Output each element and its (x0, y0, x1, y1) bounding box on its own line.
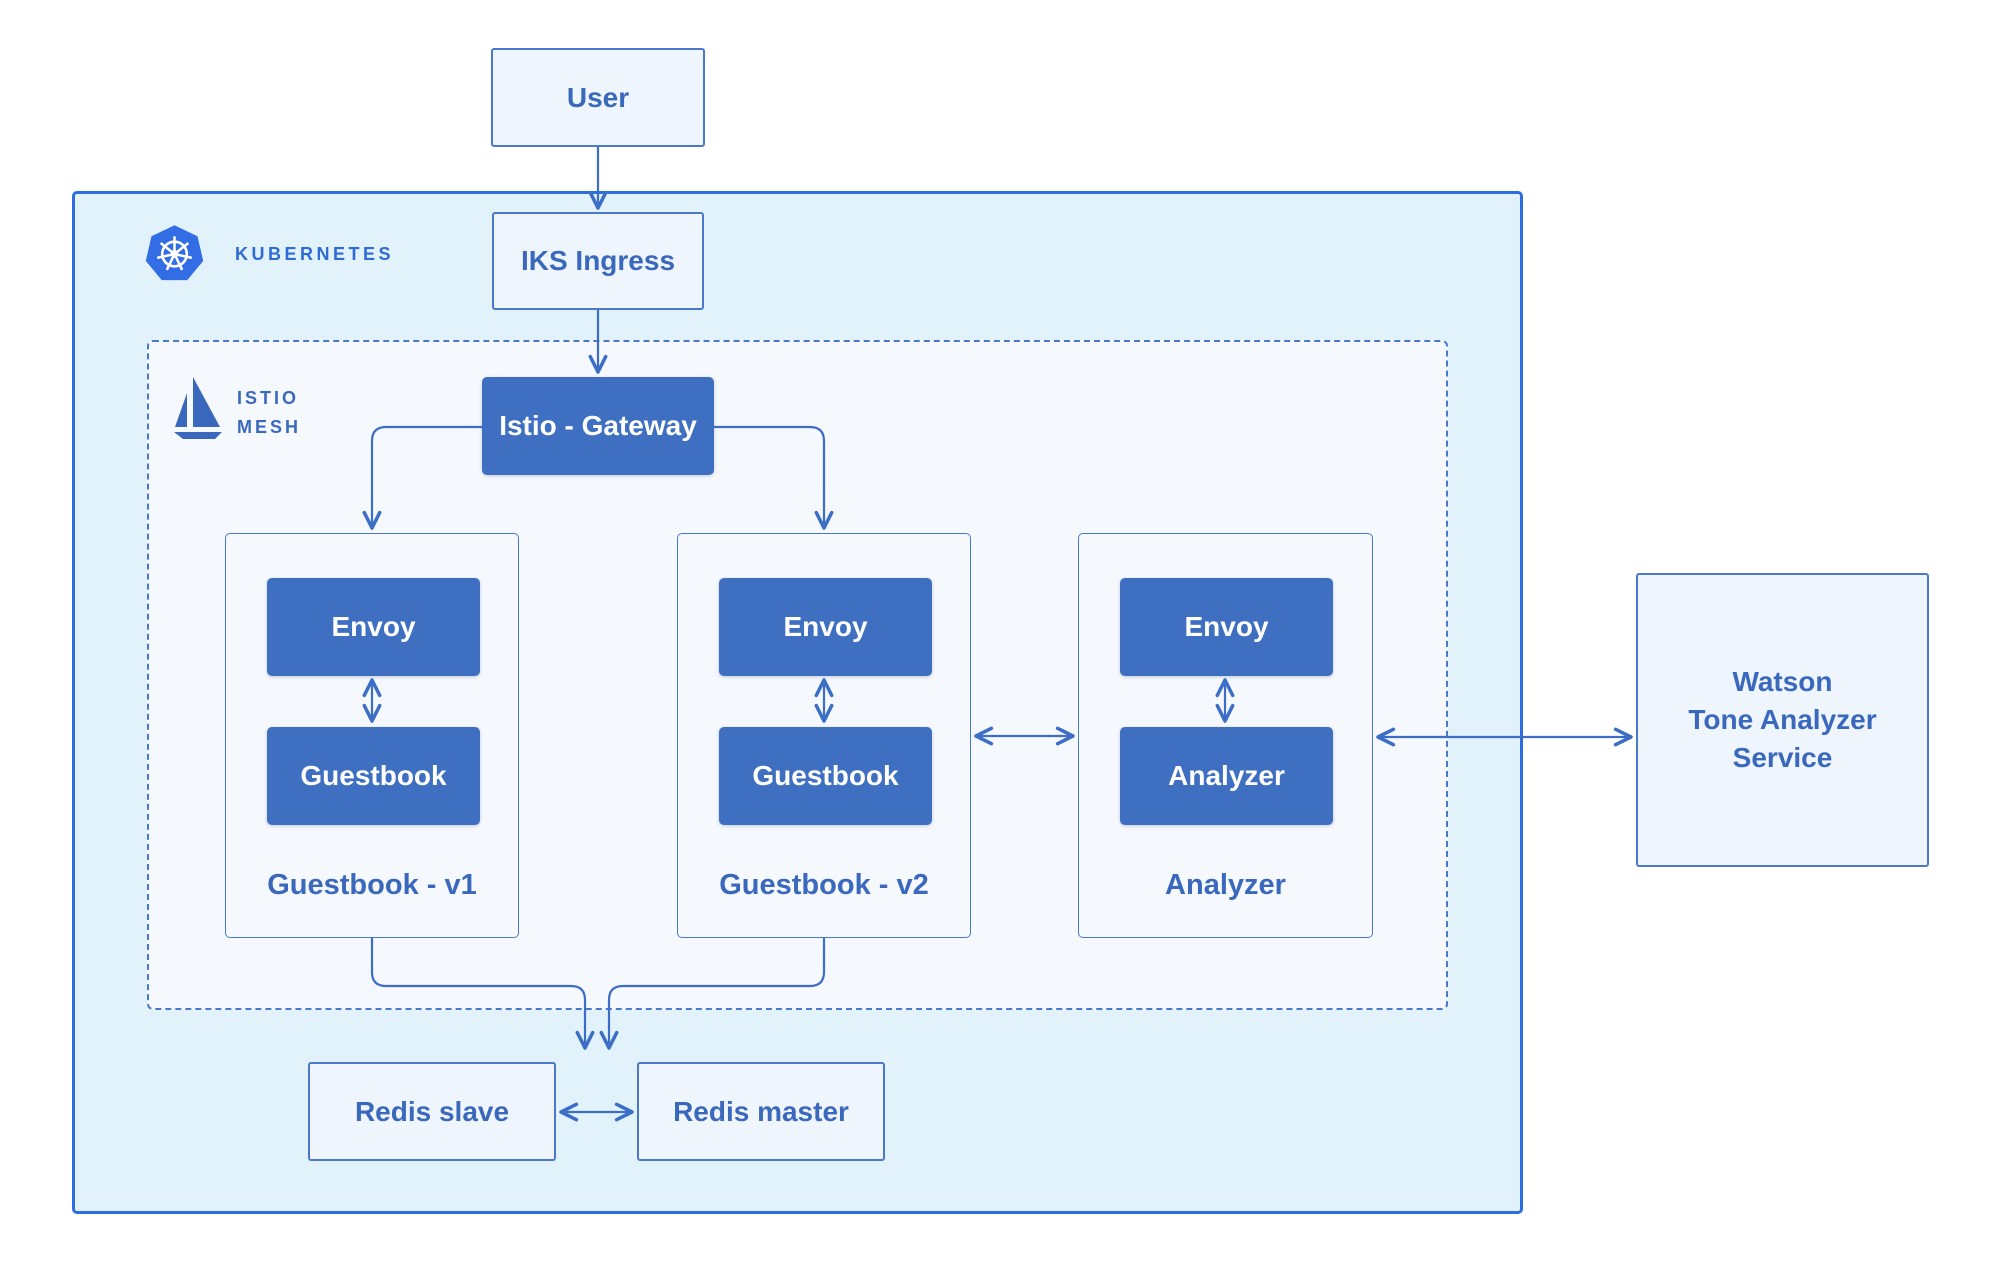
redis-master-label: Redis master (673, 1095, 849, 1127)
user-label: User (566, 81, 630, 113)
envoy-node-v2: Envoy (719, 578, 932, 676)
redis-slave-label: Redis slave (354, 1095, 510, 1127)
envoy-label-v2: Envoy (783, 611, 868, 642)
istio-icon (174, 377, 222, 439)
kubernetes-label: KUBERNETES (235, 244, 395, 264)
analyzer-label: Analyzer (1168, 760, 1285, 791)
redis-master-box: Redis master (637, 1062, 885, 1161)
guestbook-node-v2: Guestbook (719, 727, 932, 825)
kubernetes-icon (145, 225, 204, 281)
istio-mesh-label-line2: MESH (237, 417, 302, 437)
guestbook-label-v2: Guestbook (752, 760, 899, 791)
watson-service-label: Watson Tone Analyzer Service (1638, 575, 1927, 865)
pod-label-guestbook-v2: Guestbook - v2 (719, 869, 929, 901)
istio-gateway-label: Istio - Gateway (499, 410, 697, 441)
iks-ingress-box: IKS Ingress (492, 212, 704, 310)
pod-guestbook-v1: Envoy Guestbook Guestbook - v1 (225, 533, 519, 938)
redis-slave-box: Redis slave (308, 1062, 556, 1161)
pod-label-guestbook-v1: Guestbook - v1 (267, 869, 477, 901)
envoy-label-v1: Envoy (331, 611, 416, 642)
envoy-label-analyzer: Envoy (1184, 611, 1269, 642)
envoy-node-v1: Envoy (267, 578, 480, 676)
iks-ingress-label: IKS Ingress (520, 245, 676, 276)
istio-gateway-node: Istio - Gateway (482, 377, 714, 475)
pod-guestbook-v2: Envoy Guestbook Guestbook - v2 (677, 533, 971, 938)
pod-label-analyzer: Analyzer (1165, 869, 1286, 901)
analyzer-node: Analyzer (1120, 727, 1333, 825)
istio-mesh-label-line1: ISTIO (237, 388, 300, 408)
watson-label-line3: Service (1732, 742, 1833, 773)
watson-label-line2: Tone Analyzer (1688, 704, 1877, 735)
user-box: User (491, 48, 705, 147)
pod-analyzer: Envoy Analyzer Analyzer (1078, 533, 1373, 938)
guestbook-label-v1: Guestbook (300, 760, 447, 791)
envoy-node-analyzer: Envoy (1120, 578, 1333, 676)
watson-label-line1: Watson (1732, 666, 1833, 697)
guestbook-node-v1: Guestbook (267, 727, 480, 825)
istio-mesh-label: ISTIO MESH (237, 384, 301, 442)
watson-service-box: Watson Tone Analyzer Service (1636, 573, 1929, 867)
